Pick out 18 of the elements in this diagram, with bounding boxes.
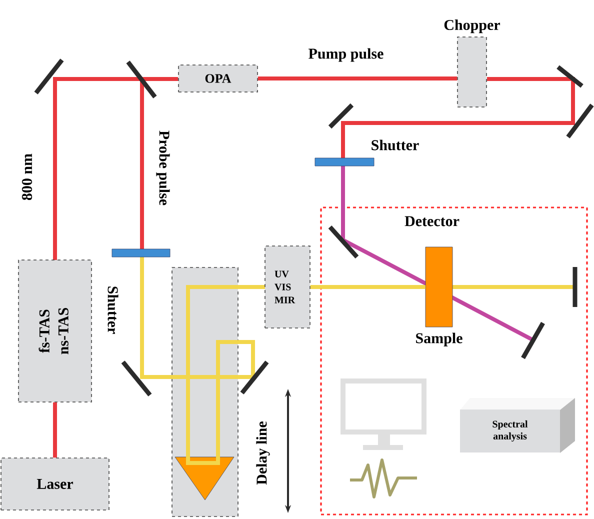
beam-label: 800 nm (22, 154, 32, 200)
laser-beam (258, 76, 458, 80)
node-label: Chopper (444, 19, 500, 34)
beam-label: Shutter (108, 286, 118, 334)
laser-box: Laser (0, 458, 110, 510)
node-label: Sample (416, 332, 462, 346)
beam-label: Shutter (372, 140, 419, 150)
uv-vis-mir-box: UV VIS MIR (264, 246, 310, 328)
beam-label: Pump pulse (308, 48, 384, 62)
beam-label: Probe pulse (156, 130, 170, 206)
analyzer-box: Spectral analysis (460, 398, 575, 453)
opa-box: OPA (178, 64, 258, 92)
stage-label: Delay line (256, 422, 270, 485)
sample-slab: Sample (416, 246, 462, 346)
chopper-box: Chopper (444, 19, 500, 108)
laser-beam (310, 285, 426, 289)
tas-box: fs-TAS ns-TAS (18, 260, 92, 402)
laser-beam (53, 402, 57, 458)
